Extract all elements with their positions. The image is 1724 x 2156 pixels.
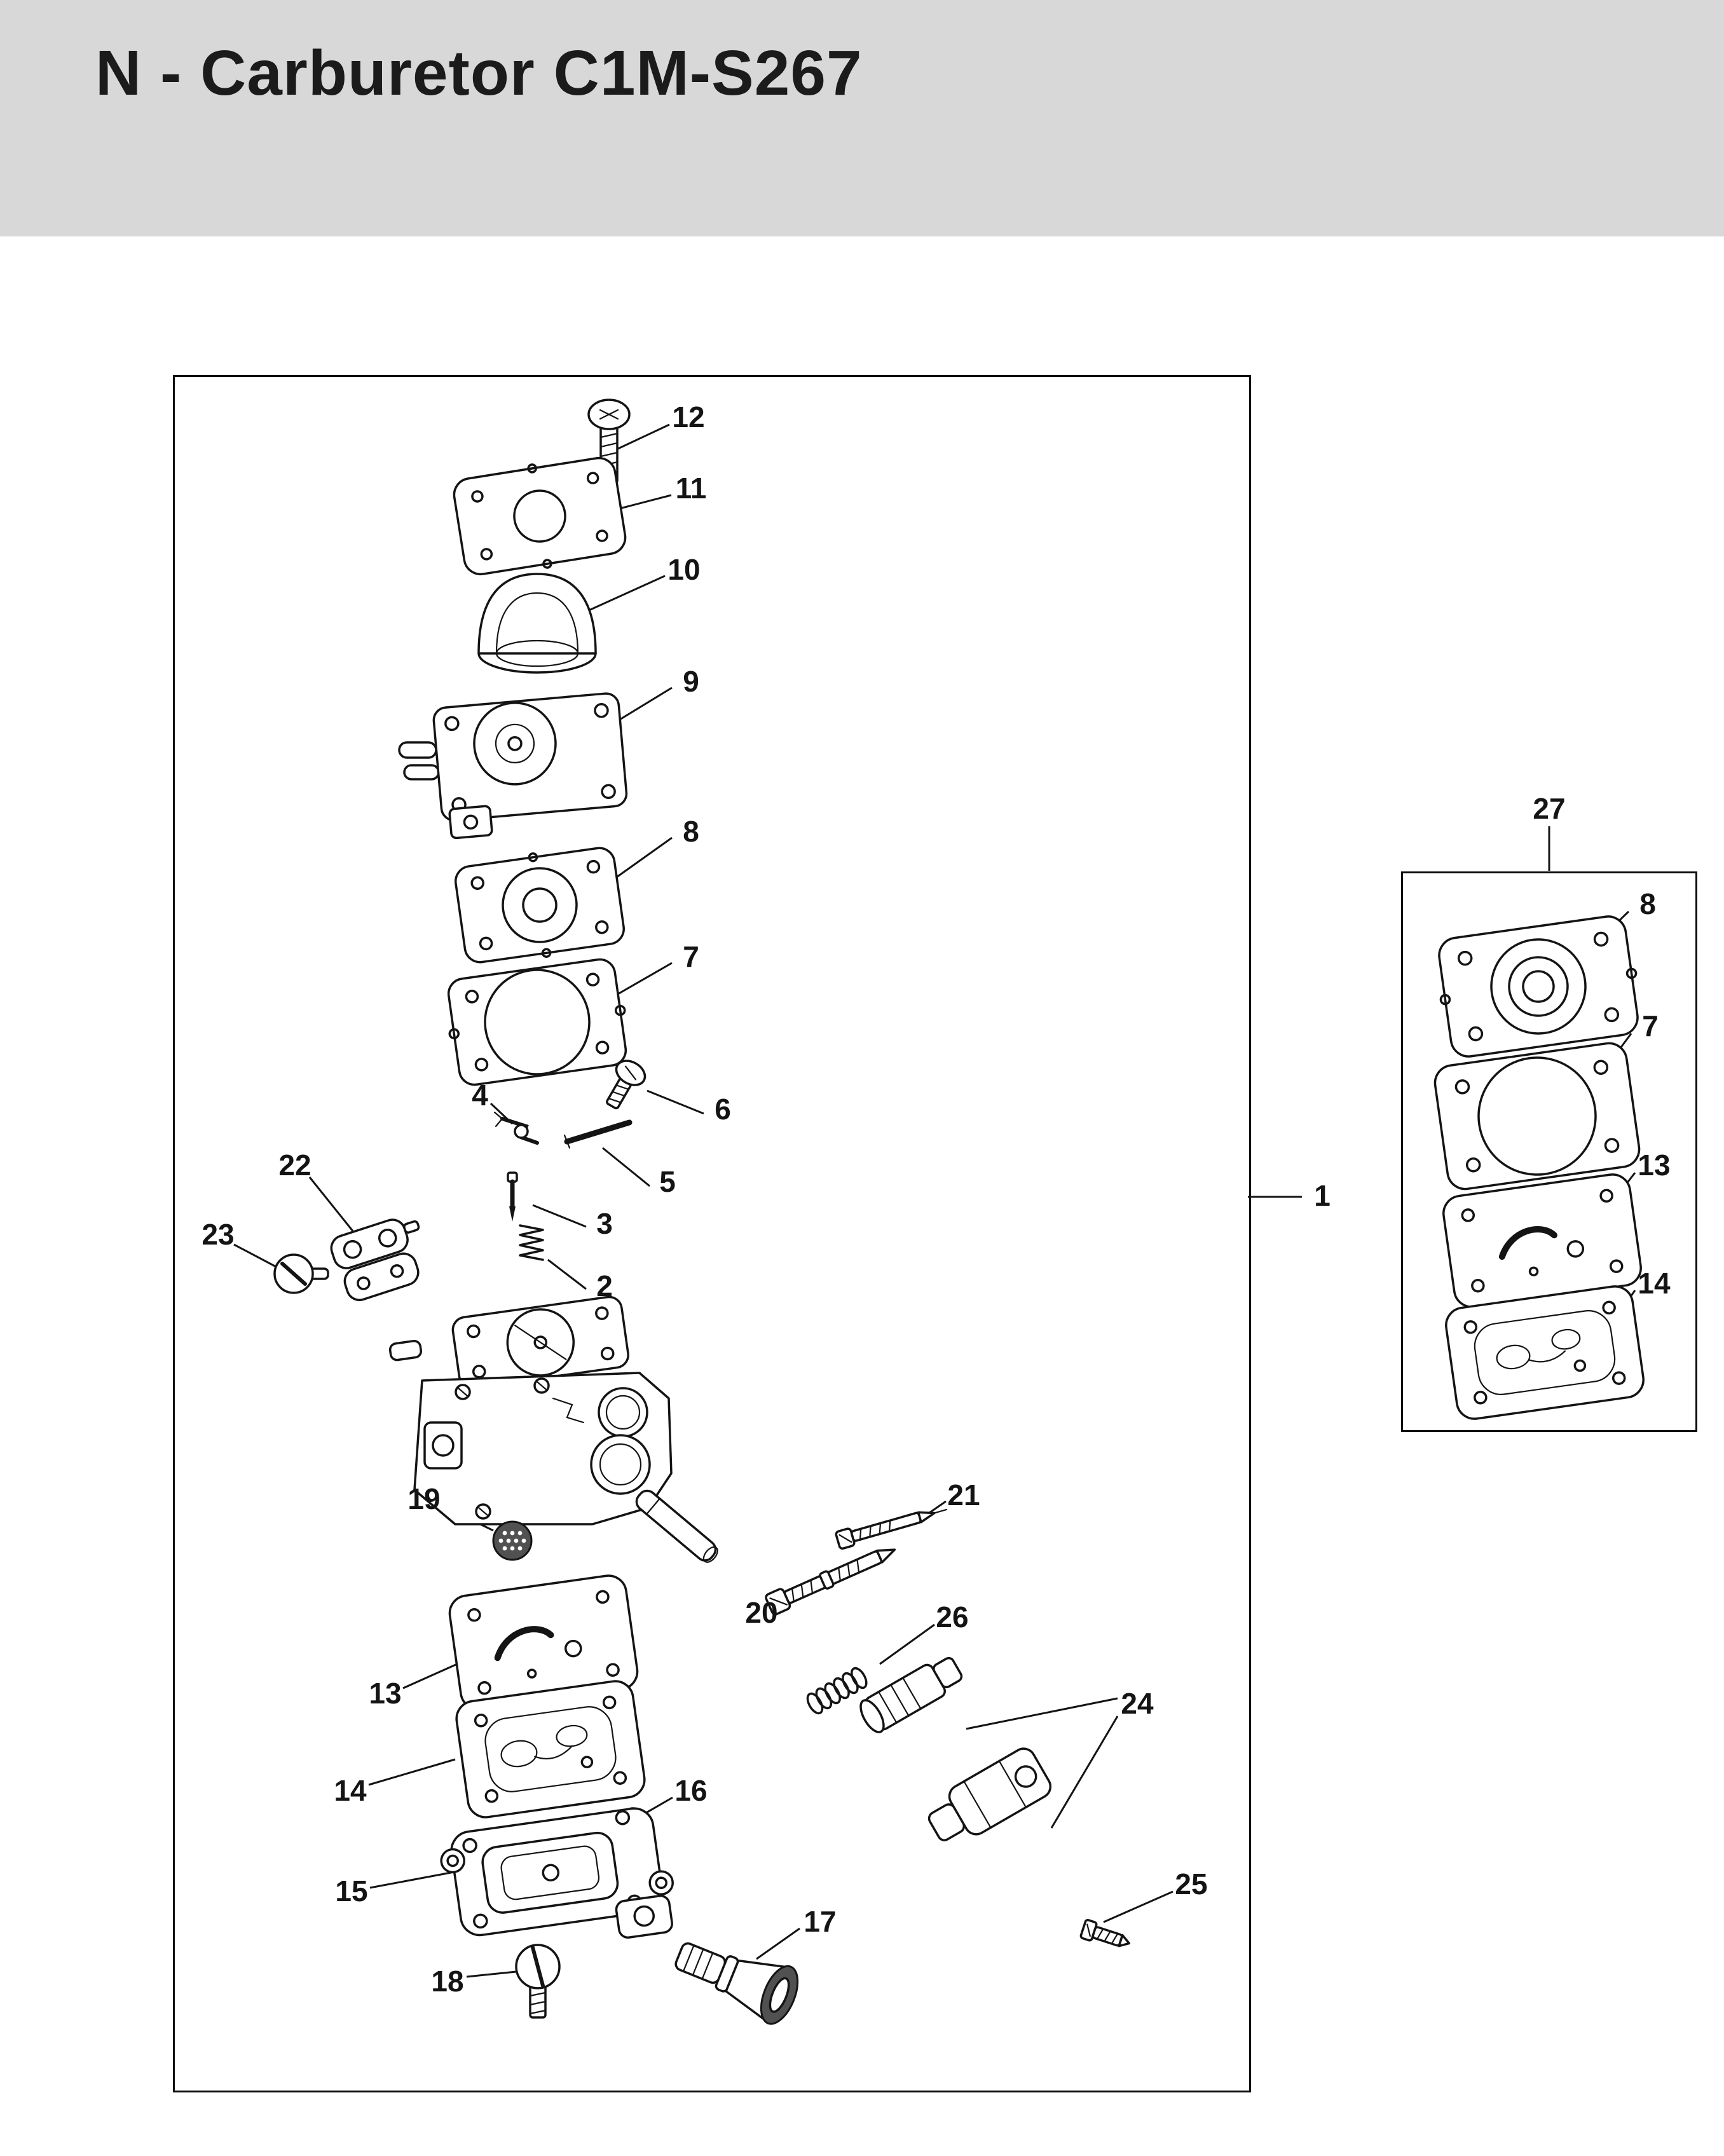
callout-6: 6 xyxy=(715,1093,731,1126)
callout-10: 10 xyxy=(667,553,701,586)
callout-11: 11 xyxy=(675,472,707,505)
callout-21: 21 xyxy=(947,1478,980,1511)
callout-set-13: 13 xyxy=(1638,1149,1671,1182)
callout-3: 3 xyxy=(596,1207,613,1240)
callout-27: 27 xyxy=(1533,792,1566,825)
callout-12: 12 xyxy=(672,400,705,433)
callout-5: 5 xyxy=(659,1165,676,1198)
callout-9: 9 xyxy=(683,665,699,698)
callout-2: 2 xyxy=(596,1269,613,1302)
callout-19: 19 xyxy=(407,1482,441,1515)
callout-17: 17 xyxy=(804,1905,837,1938)
callout-15: 15 xyxy=(335,1874,368,1907)
callout-20: 20 xyxy=(745,1596,778,1629)
callout-16: 16 xyxy=(674,1774,708,1807)
callout-22: 22 xyxy=(278,1149,311,1182)
sub-diagram-frame xyxy=(1401,871,1697,1432)
callout-set-14: 14 xyxy=(1638,1267,1671,1300)
callout-23: 23 xyxy=(202,1218,235,1251)
page-title: N - Carburetor C1M-S267 xyxy=(95,38,863,109)
callout-24: 24 xyxy=(1121,1687,1154,1720)
callout-set-8: 8 xyxy=(1639,887,1656,920)
page-header: N - Carburetor C1M-S267 xyxy=(0,0,1724,236)
callout-8: 8 xyxy=(683,815,699,848)
callout-18: 18 xyxy=(431,1965,464,1998)
callout-26: 26 xyxy=(936,1600,969,1634)
callout-7: 7 xyxy=(683,940,699,973)
callout-25: 25 xyxy=(1175,1867,1208,1900)
callout-13: 13 xyxy=(369,1677,402,1710)
main-diagram-frame xyxy=(173,375,1251,2092)
callout-14: 14 xyxy=(334,1774,367,1807)
callout-4: 4 xyxy=(472,1079,488,1112)
callout-1: 1 xyxy=(1314,1179,1331,1212)
callout-set-7: 7 xyxy=(1642,1009,1659,1042)
